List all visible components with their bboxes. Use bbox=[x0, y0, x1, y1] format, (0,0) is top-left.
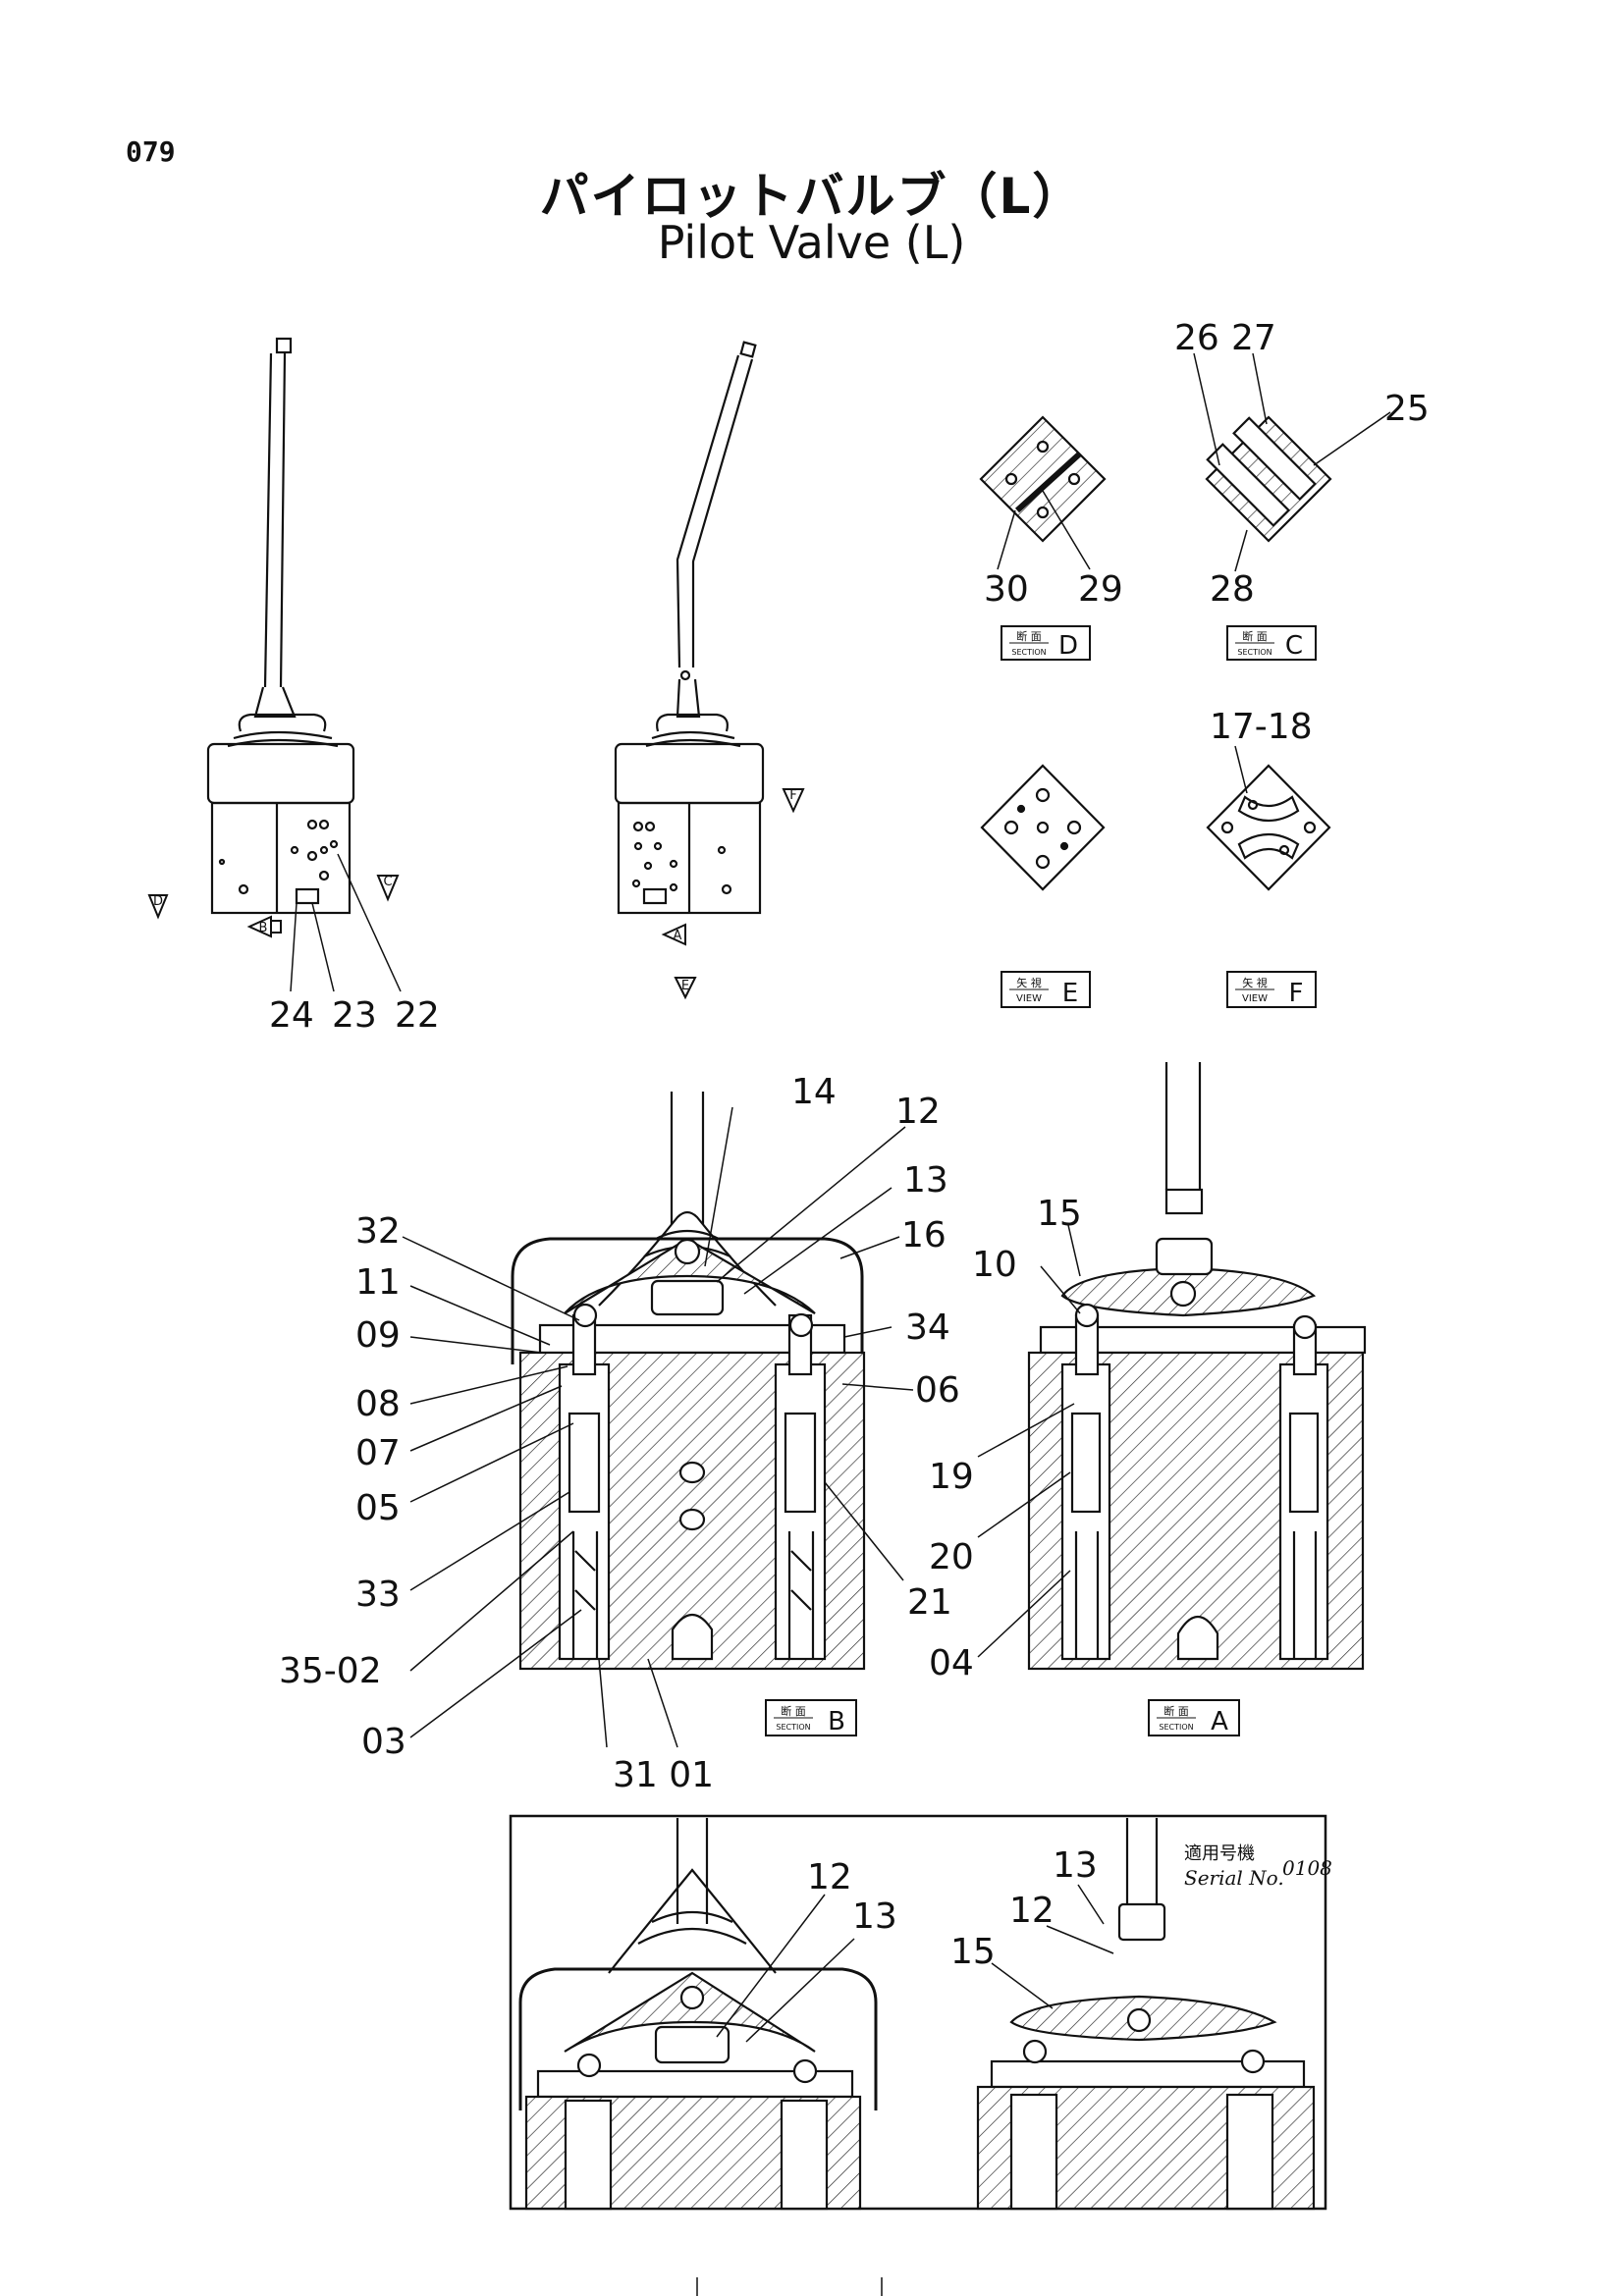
section-b-diagram bbox=[402, 1092, 914, 1748]
callout-13: 13 bbox=[903, 1160, 948, 1201]
tag-view-e-letter: E bbox=[1062, 979, 1078, 1008]
callout-16: 16 bbox=[901, 1215, 947, 1255]
callout-31-01: 31 01 bbox=[613, 1755, 714, 1795]
callout-12: 12 bbox=[895, 1092, 941, 1132]
external-view-front bbox=[206, 337, 402, 992]
section-d-diagram bbox=[979, 415, 1107, 570]
tag-view-e: 矢 視 VIEW E bbox=[1001, 971, 1091, 1008]
view-arrow-c bbox=[376, 875, 400, 902]
view-arrow-a bbox=[661, 923, 686, 946]
callout-34: 34 bbox=[905, 1308, 950, 1348]
arrow-letter-a: A bbox=[674, 929, 682, 943]
view-arrow-b bbox=[246, 915, 282, 938]
tag-section-a-letter: A bbox=[1211, 1707, 1228, 1736]
callout-30: 30 bbox=[984, 569, 1029, 610]
tag-view-f: 矢 視 VIEW F bbox=[1226, 971, 1317, 1008]
arrow-letter-e: E bbox=[681, 979, 689, 993]
serial-variant-diagram bbox=[509, 1814, 1327, 2211]
external-view-side bbox=[614, 341, 765, 915]
tag-view-e-jp: 矢 視 bbox=[1016, 976, 1042, 989]
callout-06: 06 bbox=[915, 1370, 960, 1411]
callout-32: 32 bbox=[355, 1211, 401, 1252]
tag-view-f-letter: F bbox=[1289, 979, 1304, 1008]
tag-section-c: 断 面 SECTION C bbox=[1226, 625, 1317, 661]
title-japanese: パイロットバルブ（L） bbox=[539, 168, 1084, 225]
tag-view-f-jp: 矢 視 bbox=[1242, 976, 1268, 989]
view-arrow-d bbox=[147, 894, 169, 920]
tag-section-a-jp: 断 面 bbox=[1163, 1704, 1189, 1718]
tag-section-d-en: SECTION bbox=[1011, 648, 1046, 657]
callout-25: 25 bbox=[1384, 389, 1430, 429]
view-f-diagram bbox=[1206, 745, 1331, 891]
view-arrow-f bbox=[782, 788, 805, 814]
callout-23: 23 bbox=[332, 995, 377, 1036]
callout-b12-right: 12 bbox=[1009, 1891, 1055, 1931]
tag-section-b-jp: 断 面 bbox=[781, 1704, 806, 1718]
callout-19: 19 bbox=[929, 1457, 974, 1497]
callout-22: 22 bbox=[395, 995, 440, 1036]
callout-20: 20 bbox=[929, 1537, 974, 1577]
callout-29: 29 bbox=[1078, 569, 1123, 610]
callout-b13-right: 13 bbox=[1053, 1845, 1098, 1886]
callout-11: 11 bbox=[355, 1262, 401, 1303]
callout-07: 07 bbox=[355, 1433, 401, 1473]
tag-section-a: 断 面 SECTION A bbox=[1148, 1699, 1240, 1736]
callout-33: 33 bbox=[355, 1575, 401, 1615]
arrow-letter-c: C bbox=[383, 875, 392, 889]
serial-note-label: Serial No. bbox=[1184, 1866, 1284, 1890]
callout-10: 10 bbox=[972, 1245, 1017, 1285]
callout-08: 08 bbox=[355, 1384, 401, 1424]
arrow-letter-b: B bbox=[259, 921, 268, 935]
tag-section-b-en: SECTION bbox=[776, 1723, 810, 1732]
page-number: 079 bbox=[126, 135, 176, 168]
tag-section-c-letter: C bbox=[1285, 631, 1303, 661]
tag-section-a-en: SECTION bbox=[1159, 1723, 1193, 1732]
callout-03: 03 bbox=[361, 1722, 406, 1762]
section-c-diagram bbox=[1193, 352, 1391, 572]
callout-17-18: 17-18 bbox=[1210, 707, 1313, 747]
serial-note: 適用号機 Serial No. 0108 bbox=[1184, 1843, 1332, 1890]
tag-section-d-jp: 断 面 bbox=[1016, 629, 1042, 643]
tag-section-d-letter: D bbox=[1058, 631, 1078, 661]
callout-35-02: 35-02 bbox=[279, 1651, 382, 1691]
callout-26: 26 bbox=[1174, 318, 1219, 358]
serial-note-value: 0108 bbox=[1282, 1856, 1332, 1880]
view-e-diagram bbox=[980, 764, 1106, 891]
view-arrow-e bbox=[674, 977, 697, 1000]
tag-section-c-en: SECTION bbox=[1237, 648, 1271, 657]
callout-21: 21 bbox=[907, 1582, 952, 1623]
callout-27: 27 bbox=[1231, 318, 1276, 358]
callout-b13: 13 bbox=[852, 1896, 897, 1937]
callout-b15: 15 bbox=[950, 1932, 996, 1972]
callout-04: 04 bbox=[929, 1643, 974, 1683]
serial-note-jp: 適用号機 bbox=[1184, 1843, 1255, 1864]
title-english: Pilot Valve (L) bbox=[657, 216, 966, 269]
tag-section-b: 断 面 SECTION B bbox=[765, 1699, 857, 1736]
callout-14: 14 bbox=[791, 1072, 837, 1112]
tag-section-b-letter: B bbox=[828, 1707, 845, 1736]
arrow-letter-d: D bbox=[153, 894, 163, 909]
tag-view-e-en: VIEW bbox=[1016, 993, 1042, 1004]
tag-section-c-jp: 断 面 bbox=[1242, 629, 1268, 643]
callout-05: 05 bbox=[355, 1488, 401, 1528]
callout-b12: 12 bbox=[807, 1857, 852, 1897]
callout-09: 09 bbox=[355, 1315, 401, 1356]
callout-15: 15 bbox=[1037, 1194, 1082, 1234]
tag-view-f-en: VIEW bbox=[1242, 993, 1268, 1004]
callout-24: 24 bbox=[269, 995, 314, 1036]
tag-section-d: 断 面 SECTION D bbox=[1001, 625, 1091, 661]
section-a-diagram bbox=[977, 1062, 1367, 1671]
callout-28: 28 bbox=[1210, 569, 1255, 610]
arrow-letter-f: F bbox=[789, 788, 796, 803]
